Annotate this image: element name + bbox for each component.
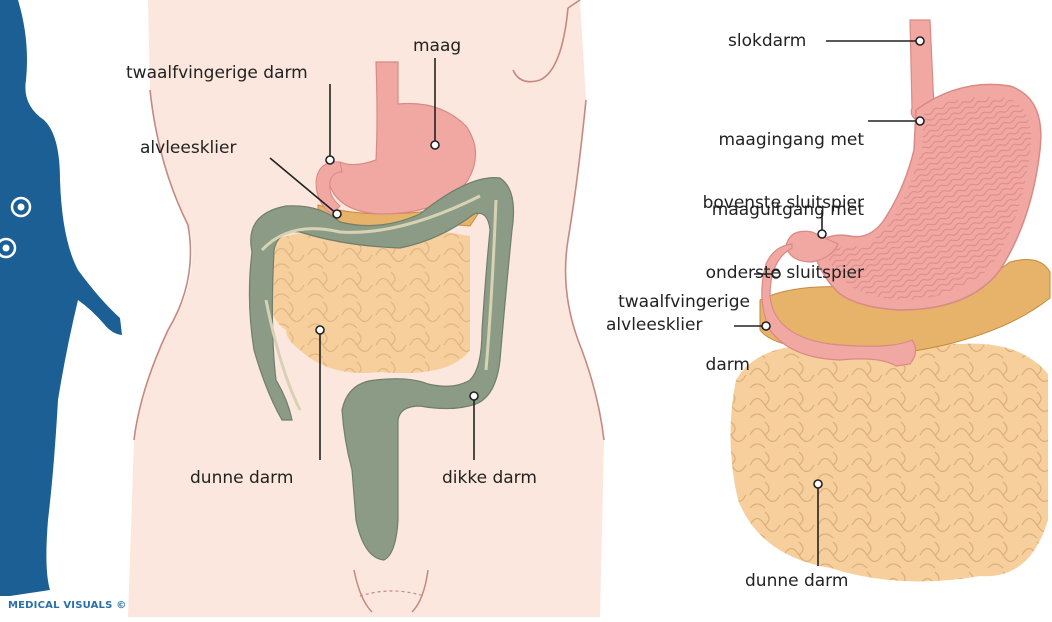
label-stomach: maag — [413, 36, 461, 57]
label-large-intestine: dikke darm — [442, 468, 537, 489]
credit-logo: MEDICAL VISUALS © — [8, 600, 126, 611]
label-pancreas: alvleesklier — [140, 138, 236, 159]
label-small-intestine: dunne darm — [190, 468, 293, 489]
body-silhouette — [0, 0, 122, 596]
label-duodenum-right-line1: twaalfvingerige — [580, 292, 750, 313]
label-stomach-outlet-line1: maaguitgang met — [664, 200, 864, 221]
label-esophagus: slokdarm — [728, 31, 806, 52]
label-stomach-inlet-line1: maagingang met — [676, 130, 864, 151]
label-duodenum: twaalfvingerige darm — [126, 63, 308, 84]
label-duodenum-right-line2: darm — [580, 355, 750, 376]
label-pancreas-right: alvleesklier — [606, 315, 702, 336]
label-small-intestine-right: dunne darm — [745, 571, 848, 592]
